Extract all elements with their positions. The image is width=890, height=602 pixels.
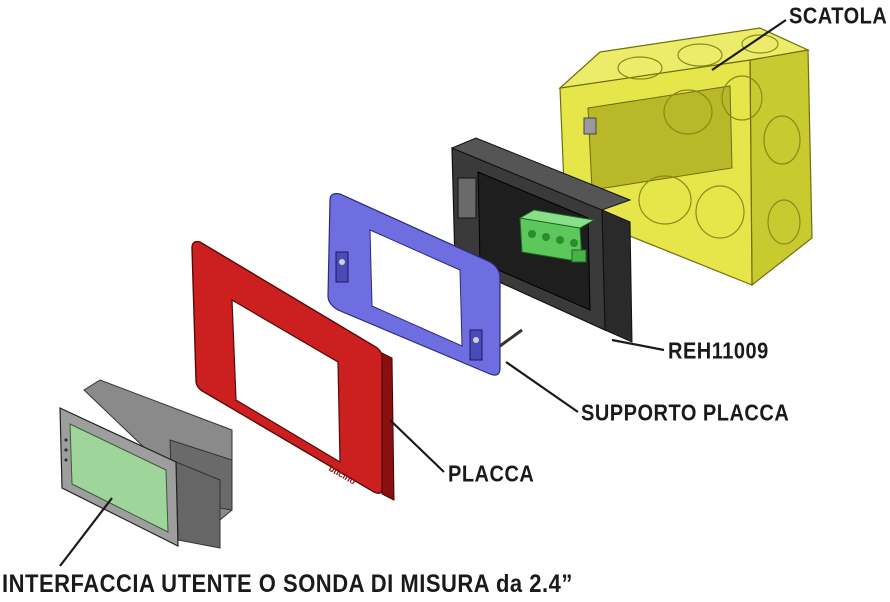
scatola-box (558, 27, 813, 287)
terminal-block (518, 209, 596, 263)
label-placca: PLACCA (448, 462, 535, 488)
label-scatola: SCATOLA (789, 4, 888, 30)
label-supporto-placca: SUPPORTO PLACCA (581, 401, 790, 427)
leader-lines (59, 19, 787, 567)
supporto-placca (327, 193, 523, 376)
reh11009-holder (450, 137, 633, 343)
label-interfaccia: INTERFACCIA UTENTE O SONDA DI MISURA da … (2, 569, 573, 598)
placca-plate: bticino (191, 240, 395, 501)
label-reh11009: REH11009 (668, 339, 769, 365)
interfaccia-device (59, 379, 233, 549)
